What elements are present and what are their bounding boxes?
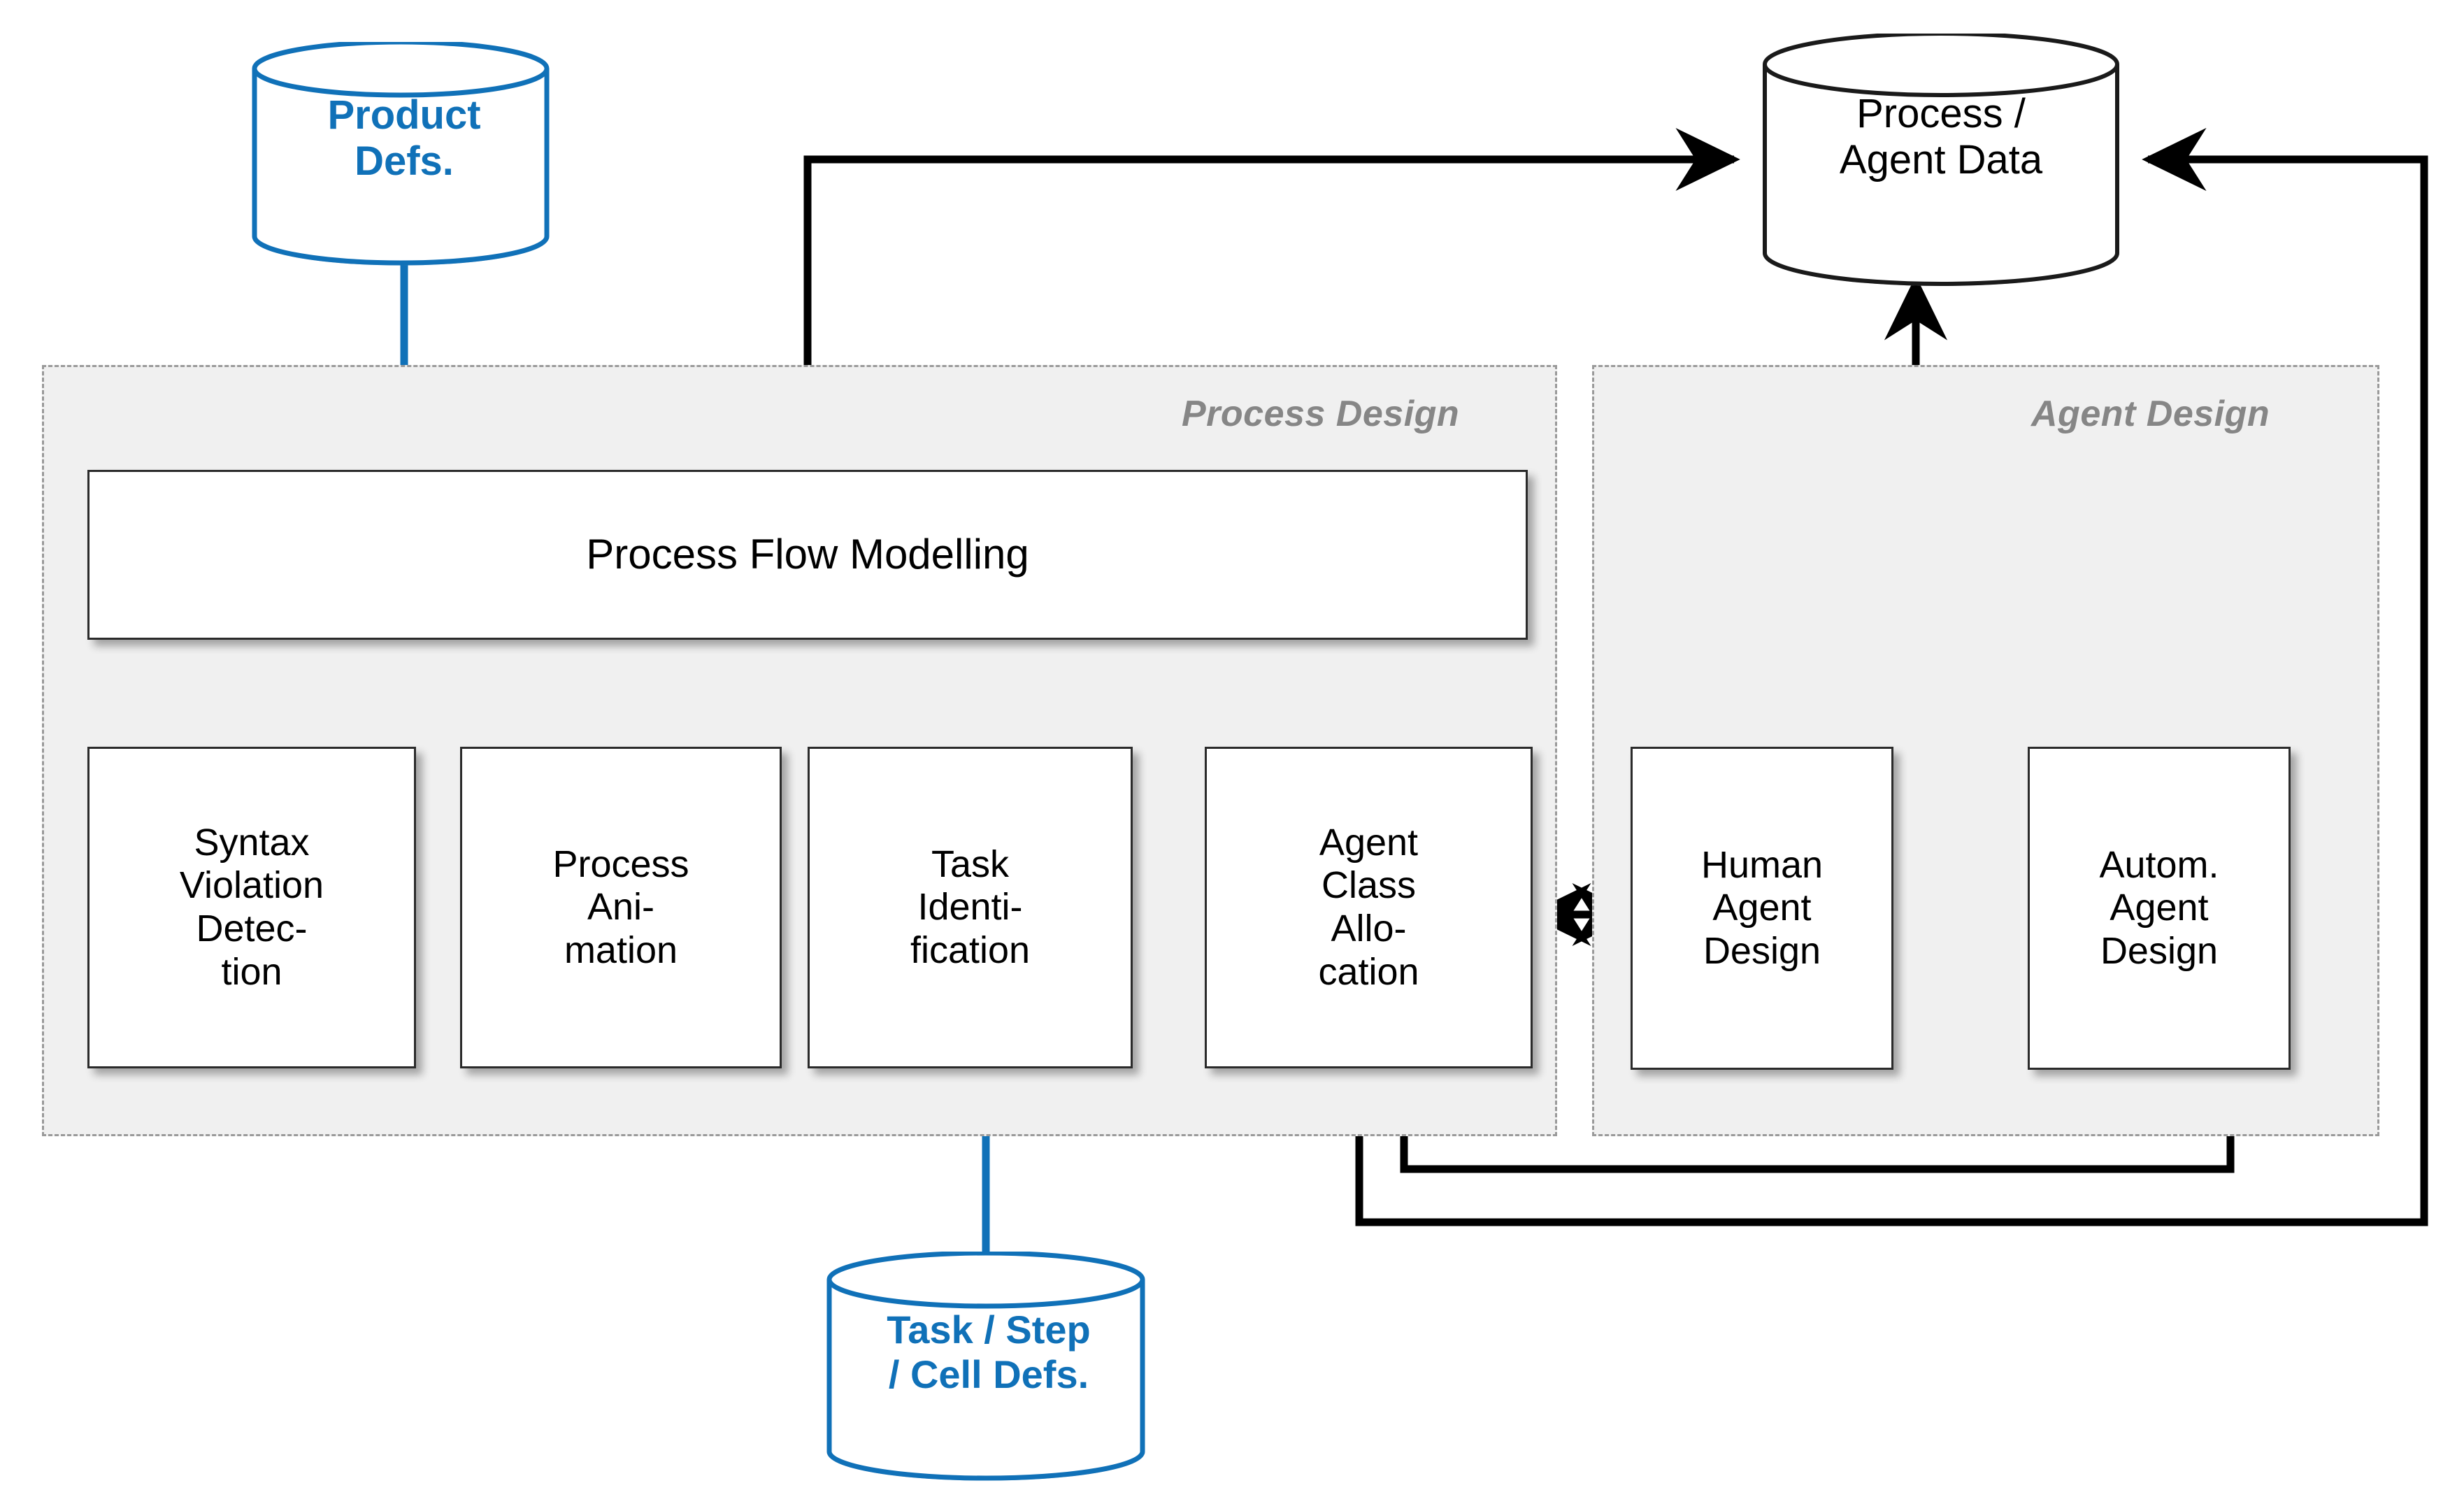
- box-label-process-flow-modelling: Process Flow Modelling: [586, 531, 1029, 578]
- group-label-agent-design: Agent Design: [2031, 394, 2270, 434]
- datastore-product-defs[interactable]: Product Defs.: [231, 39, 578, 266]
- box-process-animation[interactable]: Process Ani- mation: [460, 747, 782, 1068]
- group-label-process-design: Process Design: [1182, 394, 1460, 434]
- box-label-autom-agent-design: Autom. Agent Design: [2099, 843, 2219, 972]
- datastore-label-task-step-cell-defs: Task / Step / Cell Defs.: [887, 1308, 1091, 1396]
- box-label-task-identification: Task Identi- fication: [910, 843, 1031, 971]
- box-label-process-animation: Process Ani- mation: [552, 843, 689, 971]
- datastore-task-step-cell-defs[interactable]: Task / Step / Cell Defs.: [804, 1250, 1173, 1482]
- connector-process-agent-data-loop-to-agent-class-allocation: [1327, 127, 2428, 1226]
- box-task-identification[interactable]: Task Identi- fication: [808, 747, 1133, 1068]
- box-label-agent-class-allocation: Agent Class Allo- cation: [1318, 821, 1419, 993]
- datastore-label-product-defs: Product Defs.: [327, 92, 481, 185]
- datastore-process-agent-data[interactable]: Process / Agent Data: [1734, 31, 2148, 291]
- datastore-label-process-agent-data: Process / Agent Data: [1839, 91, 2043, 183]
- box-label-human-agent-design: Human Agent Design: [1700, 843, 1824, 972]
- box-autom-agent-design[interactable]: Autom. Agent Design: [2028, 747, 2291, 1070]
- box-label-syntax-violation-detection: Syntax Violation Detec- tion: [179, 821, 324, 993]
- box-syntax-violation-detection[interactable]: Syntax Violation Detec- tion: [87, 747, 416, 1068]
- cylinder-shape-task-step-cell-defs: [826, 1250, 1145, 1481]
- cylinder-shape-process-agent-data: [1763, 31, 2119, 286]
- box-agent-class-allocation[interactable]: Agent Class Allo- cation: [1205, 747, 1533, 1068]
- cylinder-shape-product-defs: [252, 39, 550, 266]
- box-human-agent-design[interactable]: Human Agent Design: [1631, 747, 1893, 1070]
- box-process-flow-modelling[interactable]: Process Flow Modelling: [87, 470, 1528, 640]
